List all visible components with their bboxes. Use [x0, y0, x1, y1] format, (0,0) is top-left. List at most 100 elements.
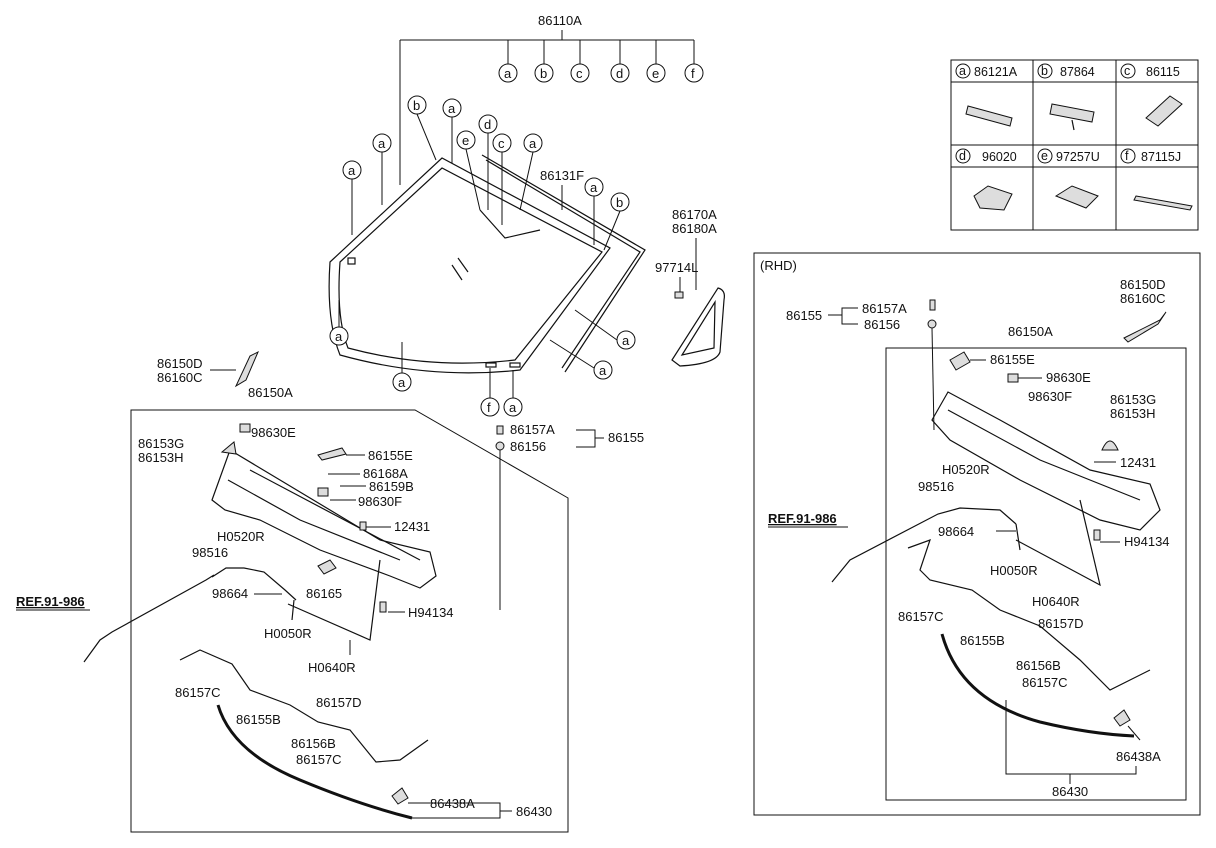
- rhd-label-86153H: 86153H: [1110, 406, 1156, 421]
- lhd-weatherstrip: [216, 704, 413, 820]
- label-86160C: 86160C: [157, 370, 203, 385]
- svg-text:a: a: [529, 136, 537, 151]
- label-86157C-b: 86157C: [296, 752, 342, 767]
- rhd-label-ref-91-986: REF.91-986: [768, 511, 837, 526]
- rhd-label-98516: 98516: [918, 479, 954, 494]
- legend-code-d: 96020: [982, 150, 1017, 164]
- legend-code-f: 87115J: [1141, 150, 1181, 164]
- svg-text:e: e: [462, 133, 469, 148]
- label-86156: 86156: [510, 439, 546, 454]
- rhd-label-H0640R: H0640R: [1032, 594, 1080, 609]
- glass-callouts: b a a a d e c a a b a a f a: [329, 95, 636, 417]
- rhd-label-86155: 86155: [786, 308, 822, 323]
- label-H0050R: H0050R: [264, 626, 312, 641]
- label-98630F: 98630F: [358, 494, 402, 509]
- label-97714L: 97714L: [655, 260, 698, 275]
- label-86150D: 86150D: [157, 356, 203, 371]
- callout-d: d: [616, 66, 623, 81]
- legend-code-e: 97257U: [1056, 150, 1100, 164]
- rhd-label-H0050R: H0050R: [990, 563, 1038, 578]
- svg-text:b: b: [413, 98, 420, 113]
- rhd-strip: [907, 539, 1151, 691]
- svg-text:a: a: [335, 329, 343, 344]
- quarter-glass: 86170A 86180A 97714L: [655, 207, 725, 367]
- svg-text:a: a: [348, 163, 356, 178]
- svg-text:a: a: [378, 136, 386, 151]
- callout-a: a: [504, 66, 512, 81]
- label-86159B: 86159B: [369, 479, 414, 494]
- svg-text:c: c: [1124, 64, 1130, 78]
- label-98516: 98516: [192, 545, 228, 560]
- legend-code-b: 87864: [1060, 65, 1095, 79]
- rhd-label-86160C: 86160C: [1120, 291, 1166, 306]
- label-H0640R: H0640R: [308, 660, 356, 675]
- label-12431: 12431: [394, 519, 430, 534]
- label-H94134: H94134: [408, 605, 454, 620]
- windshield-assembly: 86110A a b c d e f 86131F: [328, 13, 704, 417]
- label-86150A: 86150A: [248, 385, 293, 400]
- legend-table: a 86121A b 87864 c 86115 d 96020 e 97257…: [950, 59, 1199, 231]
- svg-text:e: e: [1041, 149, 1048, 163]
- label-86165: 86165: [306, 586, 342, 601]
- callout-b: b: [540, 66, 547, 81]
- legend-code-a: 86121A: [974, 65, 1018, 79]
- rhd-title: (RHD): [760, 258, 797, 273]
- rhd-label-86156: 86156: [864, 317, 900, 332]
- rhd-cowl-panel: [931, 391, 1161, 531]
- callout-c: c: [576, 66, 583, 81]
- label-86156B: 86156B: [291, 736, 336, 751]
- rhd-frame: [753, 252, 1201, 816]
- svg-text:a: a: [509, 400, 517, 415]
- svg-text:a: a: [590, 180, 598, 195]
- label-86170A: 86170A: [672, 207, 717, 222]
- svg-text:a: a: [959, 64, 966, 78]
- svg-text:d: d: [484, 117, 491, 132]
- glass-seal: [481, 154, 646, 373]
- rhd-label-98664: 98664: [938, 524, 974, 539]
- rhd-label-86150D: 86150D: [1120, 277, 1166, 292]
- label-98630E: 98630E: [251, 425, 296, 440]
- label-H0520R: H0520R: [217, 529, 265, 544]
- svg-text:b: b: [616, 195, 623, 210]
- rhd-label-86150A: 86150A: [1008, 324, 1053, 339]
- rhd-label-86157C-b: 86157C: [1022, 675, 1068, 690]
- bracket-letter-callouts: a b c d e f: [498, 40, 704, 83]
- rhd-label-86156B: 86156B: [1016, 658, 1061, 673]
- svg-text:b: b: [1041, 64, 1048, 78]
- label-86153H: 86153H: [138, 450, 184, 465]
- label-86180A: 86180A: [672, 221, 717, 236]
- lhd-strip: [179, 649, 429, 763]
- label-86168A: 86168A: [363, 466, 408, 481]
- rhd-label-86157D: 86157D: [1038, 616, 1084, 631]
- label-86157D: 86157D: [316, 695, 362, 710]
- rhd-label-98630F: 98630F: [1028, 389, 1072, 404]
- rhd-label-86438A: 86438A: [1116, 749, 1161, 764]
- label-86157A: 86157A: [510, 422, 555, 437]
- svg-text:a: a: [622, 333, 630, 348]
- rhd-label-98630E: 98630E: [1046, 370, 1091, 385]
- svg-text:f: f: [1125, 149, 1129, 163]
- svg-text:a: a: [448, 101, 456, 116]
- callout-f: f: [691, 66, 695, 81]
- svg-text:d: d: [959, 149, 966, 163]
- windshield-glass: [328, 157, 611, 374]
- label-86131F: 86131F: [540, 168, 584, 183]
- rhd-weatherstrip: [940, 633, 1135, 738]
- legend-code-c: 86115: [1146, 65, 1180, 79]
- rhd-label-12431: 12431: [1120, 455, 1156, 470]
- label-86430: 86430: [516, 804, 552, 819]
- label-ref-91-986: REF.91-986: [16, 594, 85, 609]
- svg-text:a: a: [398, 375, 406, 390]
- rhd-label-86155E: 86155E: [990, 352, 1035, 367]
- cowl-panel: [211, 449, 437, 589]
- lhd-cowl-section: 86150D 86160C 86150A 98630E 86153G 86153…: [16, 350, 644, 833]
- lhd-frame: [130, 409, 569, 833]
- rhd-section: (RHD) 86155 86157A 86156 86150D 86160C 8…: [753, 252, 1201, 816]
- label-86157C-a: 86157C: [175, 685, 221, 700]
- label-86110A: 86110A: [538, 13, 582, 28]
- label-86155E: 86155E: [368, 448, 413, 463]
- label-98664: 98664: [212, 586, 248, 601]
- label-86155B: 86155B: [236, 712, 281, 727]
- rhd-label-86157C-a: 86157C: [898, 609, 944, 624]
